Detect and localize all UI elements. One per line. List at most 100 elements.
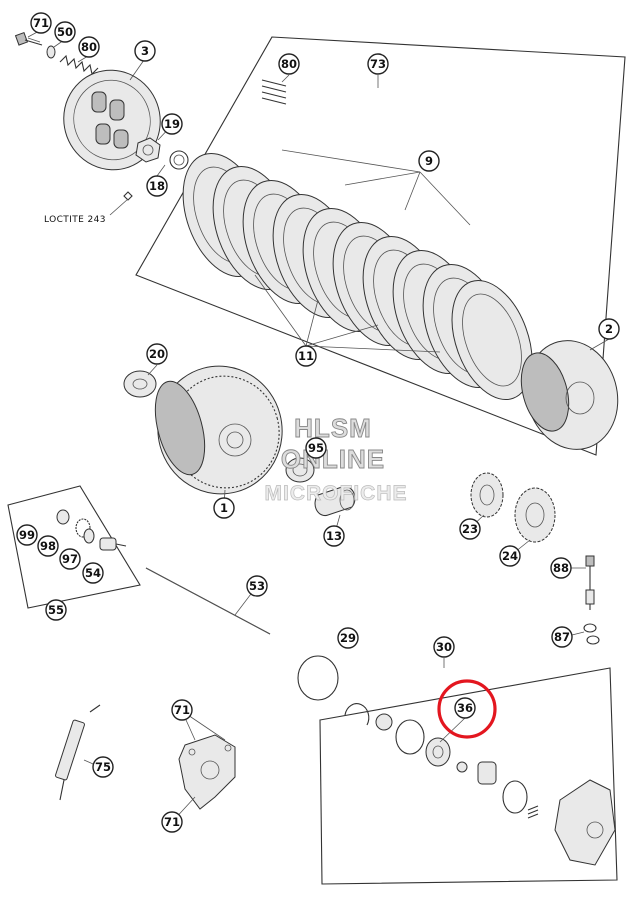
callout-97[interactable]: 97 <box>59 548 81 570</box>
watermark-line-1: HLSM <box>294 413 372 443</box>
clutch-cover-part <box>178 734 236 810</box>
svg-text:54: 54 <box>85 566 101 580</box>
slave-cylinder-frame <box>319 667 618 885</box>
slave-cylinder-housing <box>554 779 616 866</box>
watermark-line-2: ONLINE <box>281 444 385 474</box>
callout-1[interactable]: 1 <box>213 497 235 519</box>
svg-text:55: 55 <box>48 603 64 617</box>
svg-text:53: 53 <box>249 579 265 593</box>
bushing-part <box>314 485 356 517</box>
bolt-part <box>14 31 43 46</box>
svg-text:13: 13 <box>326 529 342 543</box>
gear-23 <box>470 472 504 518</box>
callout-19[interactable]: 19 <box>161 113 183 135</box>
clutch-pack-frame <box>135 36 626 456</box>
svg-text:88: 88 <box>553 561 569 575</box>
svg-text:3: 3 <box>141 44 149 58</box>
pressure-plate <box>63 69 161 171</box>
svg-text:73: 73 <box>370 57 386 71</box>
callout-55[interactable]: 55 <box>45 599 67 621</box>
svg-text:98: 98 <box>40 539 56 553</box>
svg-text:18: 18 <box>149 179 165 193</box>
slave-cylinder-parts <box>344 703 539 819</box>
bleeder-screw <box>585 555 595 610</box>
callout-99[interactable]: 99 <box>16 524 38 546</box>
push-rod <box>145 567 271 635</box>
callout-11[interactable]: 11 <box>295 345 317 367</box>
svg-text:20: 20 <box>149 347 165 361</box>
svg-text:24: 24 <box>502 549 518 563</box>
svg-text:71: 71 <box>33 16 49 30</box>
loctite-leader <box>109 198 129 216</box>
callout-11-leaders <box>254 274 441 353</box>
svg-text:2: 2 <box>605 322 613 336</box>
callout-20[interactable]: 20 <box>146 343 168 365</box>
clutch-pack-springs <box>261 79 287 105</box>
callout-50[interactable]: 50 <box>54 21 76 43</box>
svg-text:97: 97 <box>62 552 78 566</box>
callout-2[interactable]: 2 <box>598 318 620 340</box>
callout-75[interactable]: 75 <box>92 756 114 778</box>
svg-text:99: 99 <box>19 528 35 542</box>
callout-95[interactable]: 95 <box>305 437 327 459</box>
callout-30[interactable]: 30 <box>433 636 455 658</box>
callout-36[interactable]: 36 <box>454 697 476 719</box>
callout-54[interactable]: 54 <box>82 562 104 584</box>
svg-text:50: 50 <box>57 25 73 39</box>
callout-29[interactable]: 29 <box>337 627 359 649</box>
bearing-set-frame <box>7 485 141 609</box>
callout-88[interactable]: 88 <box>550 557 572 579</box>
watermark: HLSM ONLINE MICROFICHE <box>264 413 408 506</box>
bearing-set-parts <box>56 509 127 551</box>
svg-text:19: 19 <box>164 117 180 131</box>
callout-23[interactable]: 23 <box>459 518 481 540</box>
svg-text:9: 9 <box>425 154 433 168</box>
nut-part <box>135 137 161 163</box>
svg-text:95: 95 <box>308 441 324 455</box>
thrust-washer <box>123 370 157 398</box>
svg-text:75: 75 <box>95 760 111 774</box>
callout-71-cover-bottom[interactable]: 71 <box>161 811 183 833</box>
svg-text:71: 71 <box>174 703 190 717</box>
bleeder-washer <box>583 623 600 645</box>
svg-text:11: 11 <box>298 349 314 363</box>
o-ring-29 <box>297 655 339 701</box>
svg-text:29: 29 <box>340 631 356 645</box>
callout-71-cover-top[interactable]: 71 <box>171 699 193 721</box>
svg-text:71: 71 <box>164 815 180 829</box>
callout-98[interactable]: 98 <box>37 535 59 557</box>
callout-71-bolt[interactable]: 71 <box>30 12 52 34</box>
callout-18[interactable]: 18 <box>146 175 168 197</box>
clutch-plate-stack <box>182 152 533 401</box>
svg-text:80: 80 <box>281 57 297 71</box>
svg-text:80: 80 <box>81 40 97 54</box>
watermark-line-3: MICROFICHE <box>265 482 408 505</box>
loctite-drop <box>123 191 133 201</box>
needle-bearing <box>285 457 315 483</box>
callout-53[interactable]: 53 <box>246 575 268 597</box>
lock-washer-part <box>169 150 189 170</box>
spring-part <box>59 54 99 76</box>
callout-9[interactable]: 9 <box>418 150 440 172</box>
callout-80-spring[interactable]: 80 <box>78 36 100 58</box>
inner-clutch-hub <box>520 340 619 450</box>
clutch-basket <box>154 365 283 495</box>
gear-24 <box>514 487 556 543</box>
svg-text:30: 30 <box>436 640 452 654</box>
loctite-label: LOCTITE 243 <box>44 215 106 225</box>
callout-24[interactable]: 24 <box>499 545 521 567</box>
callout-13[interactable]: 13 <box>323 525 345 547</box>
callout-80-springs[interactable]: 80 <box>278 53 300 75</box>
callout-73[interactable]: 73 <box>367 53 389 75</box>
bleed-syringe <box>55 704 101 801</box>
svg-text:23: 23 <box>462 522 478 536</box>
callout-3[interactable]: 3 <box>134 40 156 62</box>
svg-text:87: 87 <box>554 630 570 644</box>
washer-part <box>46 45 56 59</box>
svg-text:36: 36 <box>457 701 473 715</box>
svg-text:1: 1 <box>220 501 228 515</box>
callout-9-leaders <box>281 149 471 226</box>
callout-87[interactable]: 87 <box>551 626 573 648</box>
